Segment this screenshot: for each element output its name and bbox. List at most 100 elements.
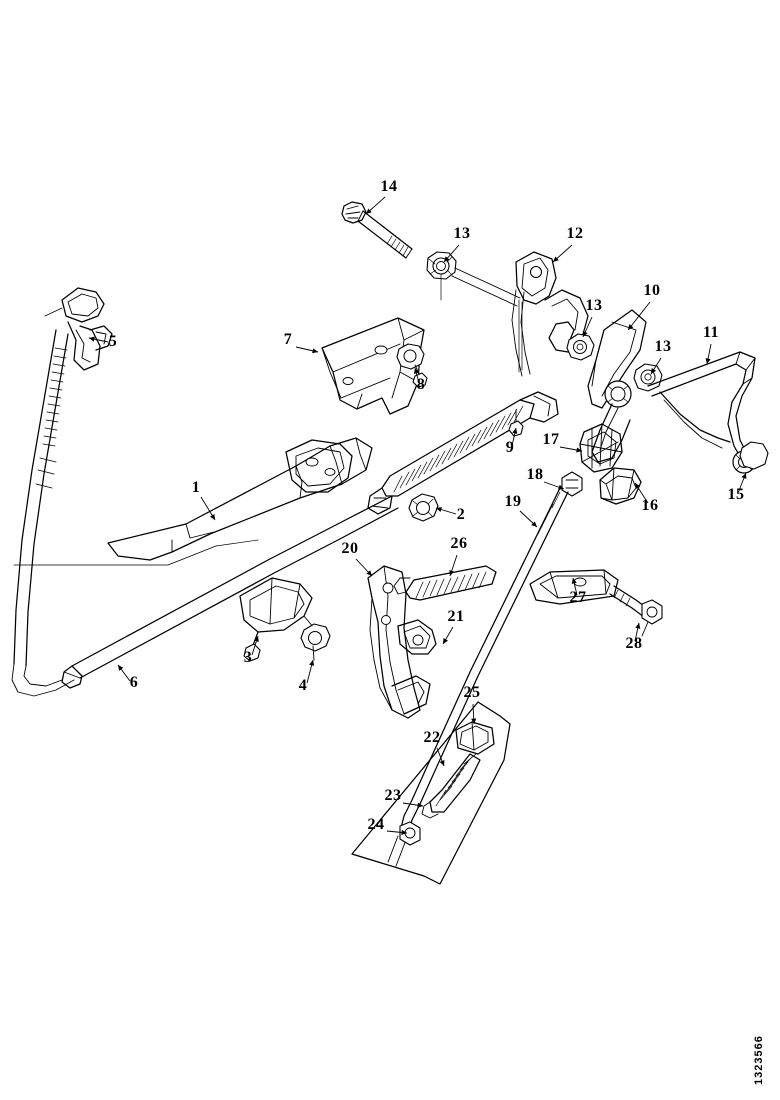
part-12-bracket: [511, 251, 557, 377]
callout-arrow-2: [436, 507, 442, 513]
part-13-nut-top: [426, 251, 457, 280]
part-16-clamp: [599, 467, 642, 505]
callout-label-19: 19: [505, 493, 522, 510]
callout-arrow-7: [312, 348, 318, 354]
callout-arrow-23: [417, 802, 423, 808]
callout-label-21: 21: [448, 608, 465, 625]
part-23-spring: [421, 753, 481, 819]
callout-arrow-15: [741, 473, 747, 479]
callout-label-9: 9: [506, 439, 515, 456]
callout-label-5: 5: [109, 333, 118, 350]
callout-13b: 13: [582, 297, 603, 338]
callout-arrow-20: [366, 570, 372, 576]
callout-5: 5: [88, 333, 118, 350]
callout-layer: 1234567891011121313131415161718192021222…: [88, 178, 747, 836]
callout-arrow-22: [439, 760, 445, 766]
callout-label-20: 20: [342, 540, 359, 557]
callout-27: 27: [570, 577, 586, 606]
part-18-fitting: [561, 471, 583, 497]
callout-label-13c: 13: [655, 338, 672, 355]
part-6-rod: [61, 495, 399, 689]
callout-arrow-26: [449, 570, 455, 576]
callout-arrow-10: [628, 324, 634, 330]
callout-arrow-6: [118, 665, 124, 671]
callout-25: 25: [464, 684, 481, 725]
part-25-fitting: [455, 721, 495, 755]
callout-8: 8: [413, 367, 426, 393]
part-11-arm: [647, 351, 756, 474]
part-13-nut-b: [566, 333, 595, 361]
callout-arrow-19: [531, 521, 537, 527]
part-5-clamp: [61, 287, 113, 371]
callout-19: 19: [505, 493, 538, 528]
callout-13: 13: [443, 225, 471, 263]
callout-arrow-9: [512, 428, 518, 434]
callout-21: 21: [442, 608, 465, 645]
callout-arrow-11: [705, 358, 711, 364]
part-26-spring: [393, 565, 497, 601]
callout-label-2: 2: [457, 506, 466, 523]
callout-label-13b: 13: [586, 297, 603, 314]
part-14-bolt: [341, 201, 413, 259]
part-2-spring-assembly: [367, 391, 559, 515]
part-27-bracket: [529, 569, 619, 605]
part-21-link: [397, 619, 437, 655]
callout-label-18: 18: [527, 466, 544, 483]
callout-label-1: 1: [192, 479, 201, 496]
callout-arrow-16: [635, 483, 641, 489]
callout-2: 2: [435, 506, 466, 523]
callout-14: 14: [365, 178, 397, 215]
part-19-cable: [411, 487, 569, 805]
callout-label-8: 8: [417, 376, 426, 393]
drawing-code: 1323566: [753, 1035, 765, 1085]
callout-leader-10: [627, 301, 651, 331]
callout-label-6: 6: [130, 674, 139, 691]
callout-4: 4: [299, 659, 315, 694]
part-3-bracket: [239, 577, 313, 662]
part-28-bolt: [609, 585, 663, 637]
callout-1: 1: [192, 479, 216, 521]
callout-15: 15: [728, 472, 747, 503]
callout-label-11: 11: [703, 324, 719, 341]
callout-10: 10: [627, 282, 661, 331]
callout-label-13: 13: [454, 225, 471, 242]
callout-label-10: 10: [644, 282, 661, 299]
callout-7: 7: [284, 331, 319, 354]
callout-24: 24: [368, 816, 408, 836]
part-4-nut: [300, 615, 331, 661]
callout-label-24: 24: [368, 816, 385, 833]
callout-label-12: 12: [567, 225, 584, 242]
callout-12: 12: [552, 225, 584, 263]
callout-arrow-5: [89, 336, 95, 342]
callout-arrow-13b: [582, 331, 588, 337]
callout-label-22: 22: [424, 729, 441, 746]
part-1-linkage: [107, 437, 373, 561]
callout-label-26: 26: [451, 535, 468, 552]
callout-arrow-21: [443, 638, 448, 644]
callout-26: 26: [449, 535, 468, 577]
callout-20: 20: [342, 540, 373, 577]
callout-arrow-18: [558, 484, 564, 490]
guide-lines: [13, 307, 259, 566]
callout-arrow-25: [471, 718, 477, 724]
callout-label-23: 23: [385, 787, 402, 804]
callout-arrow-27: [571, 578, 577, 584]
callout-label-25: 25: [464, 684, 481, 701]
callout-label-28: 28: [626, 635, 643, 652]
callout-13c: 13: [650, 338, 672, 375]
callout-11: 11: [703, 324, 719, 365]
callout-18: 18: [527, 466, 565, 490]
callout-28: 28: [626, 622, 643, 652]
callout-label-4: 4: [299, 677, 308, 694]
callout-arrow-24: [401, 829, 407, 836]
part-2-nut: [408, 493, 439, 522]
part-24-nut: [399, 821, 421, 846]
callout-label-16: 16: [642, 497, 659, 514]
callout-label-3: 3: [244, 649, 253, 666]
callout-label-7: 7: [284, 331, 293, 348]
callout-9: 9: [506, 427, 518, 456]
part-10-lever: [544, 289, 647, 463]
callout-17: 17: [543, 431, 583, 453]
